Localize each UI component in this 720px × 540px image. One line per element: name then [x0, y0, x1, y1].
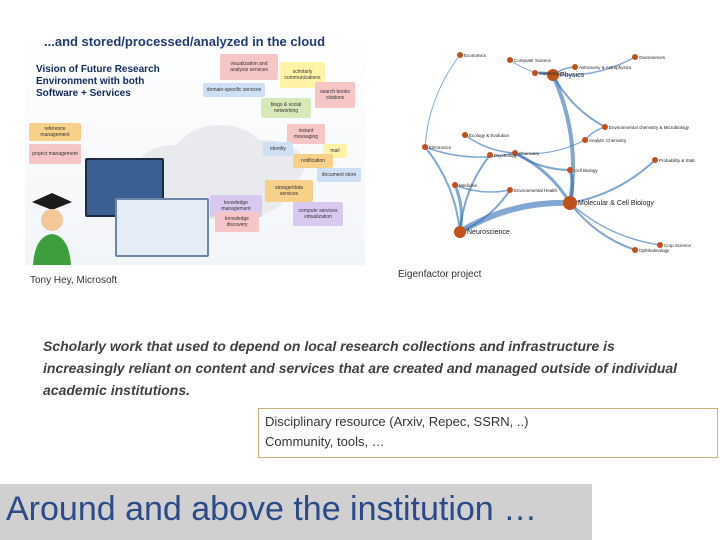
network-node	[657, 242, 663, 248]
network-edge	[459, 189, 511, 233]
network-node-label: Economics	[464, 53, 487, 58]
network-node	[652, 157, 658, 163]
network-node-label: Crop Science	[664, 243, 692, 248]
note-project-management: project management	[29, 144, 81, 164]
network-edge	[514, 139, 586, 155]
network-edge	[424, 146, 516, 158]
network-node-label: Psychology	[494, 153, 518, 158]
network-edge	[569, 202, 661, 246]
network-node-label: Physics	[560, 72, 585, 79]
network-svg: Molecular & Cell Biology PhysicsNeuroscie…	[422, 52, 704, 253]
slide-title: Around and above the institution …	[6, 490, 538, 528]
network-node	[582, 137, 588, 143]
network-node	[532, 70, 538, 76]
resource-box: Disciplinary resource (Arxiv, Repec, SSR…	[258, 408, 718, 458]
network-edge	[569, 159, 656, 204]
network-node-label: Environmental Health	[514, 188, 558, 193]
note-search-books: search books citations	[315, 82, 355, 108]
note-storage-services: storage/data services	[265, 180, 313, 202]
network-edge	[552, 74, 606, 128]
network-node-label: Medicine	[459, 183, 478, 188]
note-visualization: visualization and analysis services	[220, 54, 278, 80]
bottom-banner	[0, 484, 592, 540]
network-node	[457, 52, 463, 58]
note-blogs: blogs & social networking	[261, 98, 311, 118]
screen-illustration	[115, 198, 209, 257]
network-node-label: Geosciences	[639, 55, 666, 60]
network-node-label: Probability & Statistics	[659, 158, 695, 163]
cloud-research-figure: visualization and analysis services scho…	[25, 30, 365, 265]
network-node	[632, 247, 638, 253]
network-edge	[459, 154, 491, 233]
network-node-label: Computer Science	[514, 58, 552, 63]
network-edge	[464, 134, 516, 154]
network-node-label: Ecology & Evolution	[469, 133, 510, 138]
network-node-label: Electronics	[429, 145, 452, 150]
note-document-store: document store	[317, 168, 361, 182]
network-node-label: Molecular & Cell Biology	[578, 200, 654, 207]
resource-line-1: Disciplinary resource (Arxiv, Repec, SSR…	[265, 414, 529, 429]
network-node	[507, 57, 513, 63]
body-paragraph: Scholarly work that used to depend on lo…	[43, 338, 678, 398]
note-compute-services: compute services virtualization	[293, 202, 343, 226]
left-figure-caption: Tony Hey, Microsoft	[30, 275, 118, 286]
network-node-label: Chemistry	[519, 151, 540, 156]
resource-line-2: Community, tools, …	[265, 434, 385, 449]
cloud-figure-title: ...and stored/processed/analyzed in the …	[44, 34, 326, 49]
note-knowledge-management: knowledge management	[210, 195, 262, 217]
network-node-label: Astronomy & Astrophysics	[579, 65, 632, 70]
note-notification: notification	[293, 154, 333, 168]
note-knowledge-discovery: knowledge discovery	[215, 212, 259, 232]
right-figure-caption: Eigenfactor project	[398, 269, 482, 280]
network-node	[507, 187, 513, 193]
network-edge	[454, 184, 511, 193]
network-node-label: Environmental chemistry & Microbiology	[609, 125, 690, 130]
network-node	[602, 124, 608, 130]
network-node	[572, 64, 578, 70]
note-instant-messaging: instant messaging	[287, 124, 325, 144]
network-node	[454, 226, 466, 238]
network-edge	[514, 151, 572, 204]
network-node	[512, 150, 518, 156]
network-edge	[514, 152, 571, 171]
network-node-label: Ophthalmology	[639, 248, 670, 253]
network-edge	[424, 54, 461, 148]
network-node	[422, 144, 428, 150]
network-node	[462, 132, 468, 138]
network-node	[567, 167, 573, 173]
network-node-label: Mathematics	[539, 71, 565, 76]
network-node	[487, 152, 493, 158]
network-node	[563, 196, 577, 210]
note-identity: identity	[263, 142, 293, 156]
network-node	[452, 182, 458, 188]
network-node	[547, 69, 559, 81]
network-node	[632, 54, 638, 60]
network-edge	[569, 202, 636, 251]
network-edge	[458, 199, 571, 235]
note-domain-services: domain-specific services	[203, 83, 265, 97]
note-reference-management: reference management	[29, 123, 81, 141]
cloud-figure-subtitle: Vision of Future Research Environment wi…	[36, 64, 160, 99]
network-edge	[424, 146, 461, 233]
network-node-label: Analytic Chemistry	[589, 138, 627, 143]
network-edge	[552, 56, 636, 77]
network-node-label: Neuroscience	[467, 229, 510, 236]
graduate-illustration	[29, 190, 75, 265]
network-node-label: Cell Biology	[574, 168, 599, 173]
